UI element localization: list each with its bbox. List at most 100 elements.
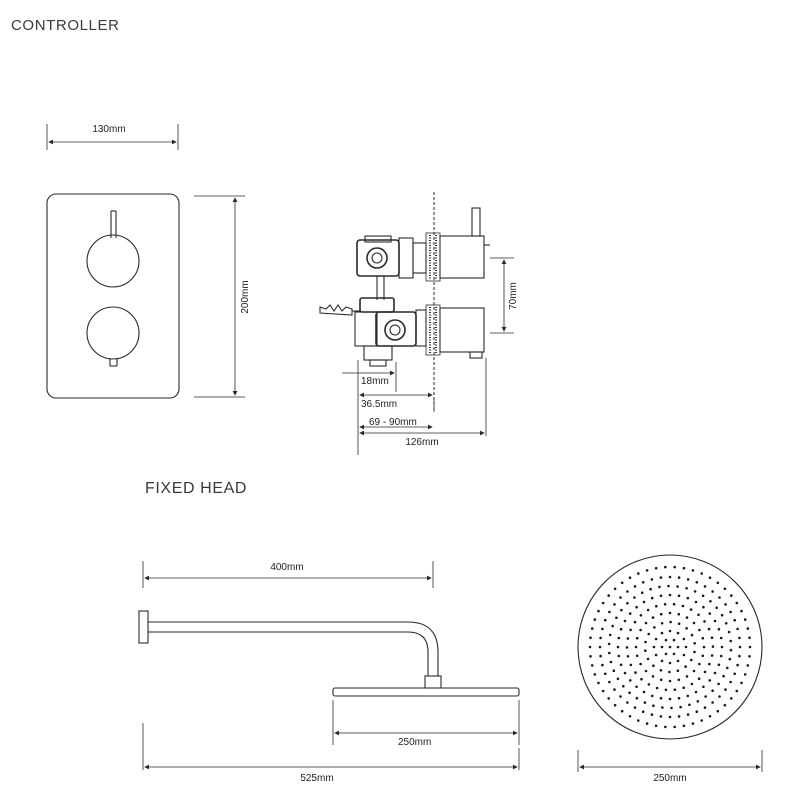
nozzle-dot	[672, 652, 676, 656]
nozzle-dot	[724, 688, 727, 691]
nozzle-dot	[646, 608, 650, 612]
nozzle-dot	[668, 661, 672, 665]
nozzle-dot	[673, 725, 676, 729]
plate-width-label: 130mm	[92, 124, 125, 135]
nozzle-dot	[637, 572, 640, 575]
nozzle-dot	[607, 642, 611, 646]
nozzle-dot	[601, 627, 604, 631]
nozzle-dot	[664, 652, 668, 656]
nozzle-dot	[708, 679, 712, 682]
nozzle-dot	[623, 619, 627, 623]
nozzle-dot	[669, 620, 672, 624]
nozzle-dot	[634, 645, 638, 649]
plate-height-label: 200mm	[240, 280, 251, 313]
nozzle-dot	[607, 594, 610, 597]
nozzle-dot	[668, 593, 672, 597]
nozzle-dot	[654, 566, 658, 570]
nozzle-dot	[703, 670, 707, 674]
nozzle-dot	[703, 620, 706, 623]
nozzle-dot	[628, 691, 631, 694]
nozzle-dot	[659, 669, 663, 672]
nozzle-dot	[701, 654, 705, 658]
nozzle-dot	[702, 645, 706, 649]
nozzle-dot	[659, 696, 663, 700]
nozzle-dot	[645, 722, 649, 725]
nozzle-dot	[663, 603, 667, 606]
nozzle-dot	[708, 715, 712, 718]
nozzle-dot	[735, 689, 739, 693]
nozzle-dot	[659, 594, 663, 598]
nozzle-dot	[689, 608, 693, 611]
nozzle-dot	[738, 645, 742, 649]
nozzle-dot	[676, 659, 680, 663]
nozzle-dot	[601, 689, 605, 693]
nozzle-dot	[628, 679, 632, 682]
shower-nozzles	[588, 565, 752, 729]
nozzle-dot	[667, 584, 670, 588]
nozzle-dot	[641, 710, 645, 713]
nozzle-dot	[726, 666, 729, 670]
flow-dial	[86, 306, 140, 360]
head-diameter-side-label: 250mm	[398, 737, 431, 748]
nozzle-dot	[711, 701, 714, 704]
nozzle-dot	[633, 596, 636, 599]
nozzle-dot	[708, 576, 712, 579]
nozzle-dot	[643, 701, 647, 704]
nozzle-dot	[589, 655, 592, 658]
nozzle-dot	[691, 722, 695, 725]
nozzle-dot	[635, 696, 639, 700]
nozzle-dot	[704, 695, 707, 698]
nozzle-dot	[613, 703, 617, 707]
nozzle-dot	[684, 665, 687, 668]
nozzle-dot	[660, 622, 664, 625]
nozzle-dot	[668, 645, 672, 649]
nozzle-dot	[696, 700, 700, 703]
nozzle-dot	[743, 618, 747, 621]
nozzle-dot	[700, 719, 703, 722]
nozzle-dot	[720, 645, 724, 649]
nozzle-dot	[599, 654, 602, 658]
nozzle-dot	[622, 684, 625, 688]
nozzle-dot	[655, 686, 659, 690]
nozzle-dot	[724, 603, 727, 606]
nozzle-dot	[617, 654, 621, 658]
nozzle-dot	[661, 706, 664, 709]
nozzle-dot	[654, 637, 658, 641]
nozzle-dot	[644, 649, 647, 652]
nozzle-dot	[654, 724, 658, 728]
nozzle-dot	[654, 653, 658, 657]
nozzle-dot	[635, 605, 638, 609]
nozzle-dot	[684, 645, 688, 649]
nozzle-dot	[646, 657, 650, 661]
arm-projection-label: 400mm	[270, 562, 303, 573]
nozzle-dot	[748, 636, 751, 639]
plate-width-dimension: 130mm	[46, 124, 179, 150]
nozzle-dot	[620, 608, 623, 612]
nozzle-dot	[677, 678, 681, 682]
nozzle-dot	[686, 578, 690, 581]
nozzle-dot	[598, 645, 602, 649]
valve-depth-dimensions: 18mm 36.5mm 69 - 90mm 126mm	[342, 358, 487, 455]
nozzle-dot	[659, 612, 663, 616]
nozzle-dot	[629, 628, 632, 632]
nozzle-dot	[642, 690, 646, 694]
nozzle-dot	[619, 663, 623, 667]
nozzle-dot	[693, 590, 697, 593]
controller-front-plate	[46, 193, 180, 399]
nozzle-dot	[695, 710, 699, 713]
nozzle-dot	[608, 610, 611, 614]
nozzle-dot	[724, 622, 728, 625]
nozzle-dot	[698, 628, 701, 632]
nozzle-dot	[729, 680, 732, 684]
nozzle-dot	[626, 701, 629, 704]
nozzle-dot	[644, 669, 648, 673]
nozzle-dot	[676, 645, 680, 649]
nozzle-dot	[677, 576, 681, 579]
nozzle-dot	[650, 713, 654, 716]
nozzle-dot	[686, 694, 690, 698]
nozzle-dot	[729, 648, 733, 652]
nozzle-dot	[597, 681, 600, 685]
nozzle-dot	[717, 682, 720, 686]
nozzle-dot	[668, 670, 671, 674]
shower-arm-side-view	[138, 610, 520, 697]
